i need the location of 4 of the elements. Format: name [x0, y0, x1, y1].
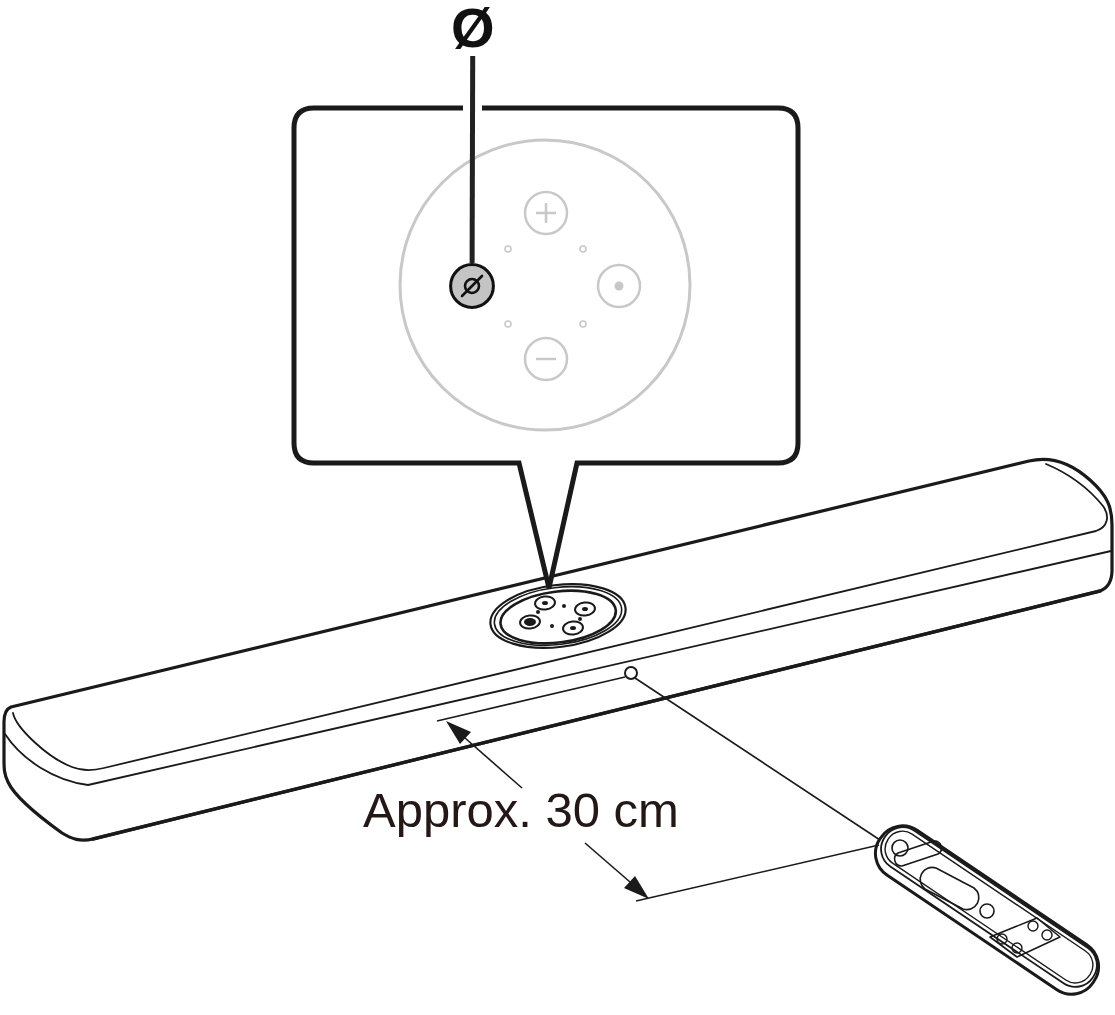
leader-line: [469, 56, 476, 263]
dimension-label: Approx. 30 cm: [363, 786, 679, 835]
symbol-label: Ø: [451, 0, 495, 56]
round-button: [449, 263, 495, 309]
